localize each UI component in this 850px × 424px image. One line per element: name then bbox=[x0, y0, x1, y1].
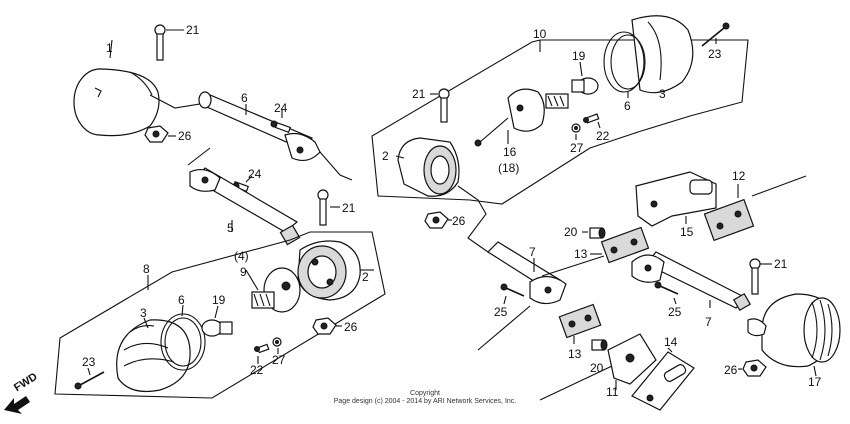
label-22-left[interactable]: 22 bbox=[250, 363, 264, 377]
label-5[interactable]: 5 bbox=[227, 221, 234, 235]
screw-22-left[interactable] bbox=[254, 343, 270, 354]
label-2-right[interactable]: 2 bbox=[382, 149, 389, 163]
copyright-line2: Page design (c) 2004 - 2014 by ARI Netwo… bbox=[333, 398, 517, 405]
label-6-right[interactable]: 6 bbox=[624, 99, 631, 113]
label-25-right[interactable]: 25 bbox=[668, 305, 682, 319]
lens-3-right[interactable] bbox=[631, 15, 694, 94]
label-23-right[interactable]: 23 bbox=[708, 47, 722, 61]
label-21-lower-right[interactable]: 21 bbox=[774, 257, 788, 271]
label-6-upper[interactable]: 6 bbox=[241, 91, 248, 105]
label-3-right[interactable]: 3 bbox=[659, 87, 666, 101]
socket-16[interactable] bbox=[474, 88, 569, 147]
screw-25-right[interactable] bbox=[654, 281, 679, 295]
label-16[interactable]: 16 bbox=[503, 145, 517, 159]
plate-12[interactable] bbox=[703, 175, 807, 242]
screw-22-right[interactable] bbox=[583, 113, 600, 124]
label-11[interactable]: 11 bbox=[606, 385, 619, 399]
label-12[interactable]: 12 bbox=[732, 169, 746, 183]
screw-24-upper[interactable] bbox=[270, 120, 292, 133]
label-23-left[interactable]: 23 bbox=[82, 355, 96, 369]
spacer-20-lower[interactable] bbox=[591, 339, 608, 351]
label-6-left[interactable]: 6 bbox=[178, 293, 185, 307]
label-9[interactable]: 9 bbox=[240, 265, 247, 279]
copyright-line1: Copyright bbox=[410, 390, 440, 397]
housing-2-left[interactable] bbox=[297, 240, 361, 301]
label-15[interactable]: 15 bbox=[680, 225, 694, 239]
label-3-left[interactable]: 3 bbox=[140, 306, 147, 320]
bracket-14[interactable] bbox=[631, 351, 695, 411]
plate-13-upper[interactable] bbox=[541, 226, 650, 277]
stay-rod-7-lower[interactable] bbox=[631, 251, 752, 312]
label-14[interactable]: 14 bbox=[664, 335, 678, 349]
label-19-left[interactable]: 19 bbox=[212, 293, 226, 307]
socket-9[interactable] bbox=[251, 267, 301, 313]
bracket-15[interactable] bbox=[635, 171, 717, 227]
label-27-right[interactable]: 27 bbox=[570, 141, 584, 155]
label-26-far-right[interactable]: 26 bbox=[724, 363, 738, 377]
label-21-middle[interactable]: 21 bbox=[342, 201, 356, 215]
label-18[interactable]: (18) bbox=[498, 161, 519, 175]
label-7-upper[interactable]: 7 bbox=[529, 245, 536, 259]
bolt-21-lower-right[interactable] bbox=[749, 258, 761, 295]
label-26-left[interactable]: 26 bbox=[178, 129, 192, 143]
nut-26-right[interactable] bbox=[424, 211, 449, 229]
label-26-right[interactable]: 26 bbox=[452, 214, 466, 228]
bolt-21-top[interactable] bbox=[154, 24, 166, 61]
assembly-8-outline bbox=[54, 231, 386, 399]
wire-harness-right bbox=[457, 185, 489, 253]
bulb-19-right[interactable] bbox=[571, 77, 599, 95]
gasket-6-right[interactable] bbox=[603, 31, 646, 93]
housing-2-right[interactable] bbox=[397, 137, 460, 197]
front-turn-signal-lens-1[interactable] bbox=[73, 68, 211, 137]
label-21-upper-right[interactable]: 21 bbox=[412, 87, 426, 101]
gasket-6-left[interactable] bbox=[160, 313, 206, 371]
spacer-20-upper[interactable] bbox=[589, 227, 606, 239]
label-22-right[interactable]: 22 bbox=[596, 129, 610, 143]
label-2-left[interactable]: 2 bbox=[362, 270, 369, 284]
label-4[interactable]: (4) bbox=[234, 249, 249, 263]
nut-26-left[interactable] bbox=[144, 125, 169, 143]
label-13-lower[interactable]: 13 bbox=[568, 347, 582, 361]
stay-rod-7-upper[interactable] bbox=[477, 241, 567, 351]
label-24-upper[interactable]: 24 bbox=[274, 101, 288, 115]
screw-23-left[interactable] bbox=[74, 371, 105, 390]
label-24-lower[interactable]: 24 bbox=[248, 167, 262, 181]
label-27-left[interactable]: 27 bbox=[272, 353, 286, 367]
label-20-upper[interactable]: 20 bbox=[564, 225, 578, 239]
plate-13-lower[interactable] bbox=[558, 303, 602, 339]
screw-25-lower[interactable] bbox=[500, 283, 525, 297]
washer-27-right[interactable] bbox=[571, 123, 581, 133]
label-26-mid[interactable]: 26 bbox=[344, 320, 358, 334]
screw-23-right[interactable] bbox=[701, 22, 730, 47]
fwd-arrow-icon bbox=[4, 396, 30, 414]
label-13-upper[interactable]: 13 bbox=[574, 247, 588, 261]
label-25-lower[interactable]: 25 bbox=[494, 305, 508, 319]
rear-turn-signal-17[interactable] bbox=[747, 293, 841, 368]
bracket-11[interactable] bbox=[539, 333, 657, 401]
label-21-top[interactable]: 21 bbox=[186, 23, 200, 37]
label-19-right[interactable]: 19 bbox=[572, 49, 586, 63]
label-7-lower[interactable]: 7 bbox=[705, 315, 712, 329]
bulb-19-left[interactable] bbox=[201, 319, 233, 337]
stay-rod-5[interactable] bbox=[187, 147, 301, 246]
label-10[interactable]: 10 bbox=[533, 27, 547, 41]
bolt-21-upper-right[interactable] bbox=[438, 88, 450, 123]
bolt-21-middle[interactable] bbox=[317, 189, 329, 226]
label-1[interactable]: 1 bbox=[106, 41, 113, 55]
nut-26-mid[interactable] bbox=[312, 317, 337, 335]
nut-26-far-right[interactable] bbox=[742, 359, 767, 377]
washer-27-left[interactable] bbox=[272, 337, 282, 347]
label-17[interactable]: 17 bbox=[808, 375, 822, 389]
stay-rod-6-upper[interactable] bbox=[198, 91, 353, 181]
lens-3-left[interactable] bbox=[116, 319, 191, 393]
label-8[interactable]: 8 bbox=[143, 262, 150, 276]
